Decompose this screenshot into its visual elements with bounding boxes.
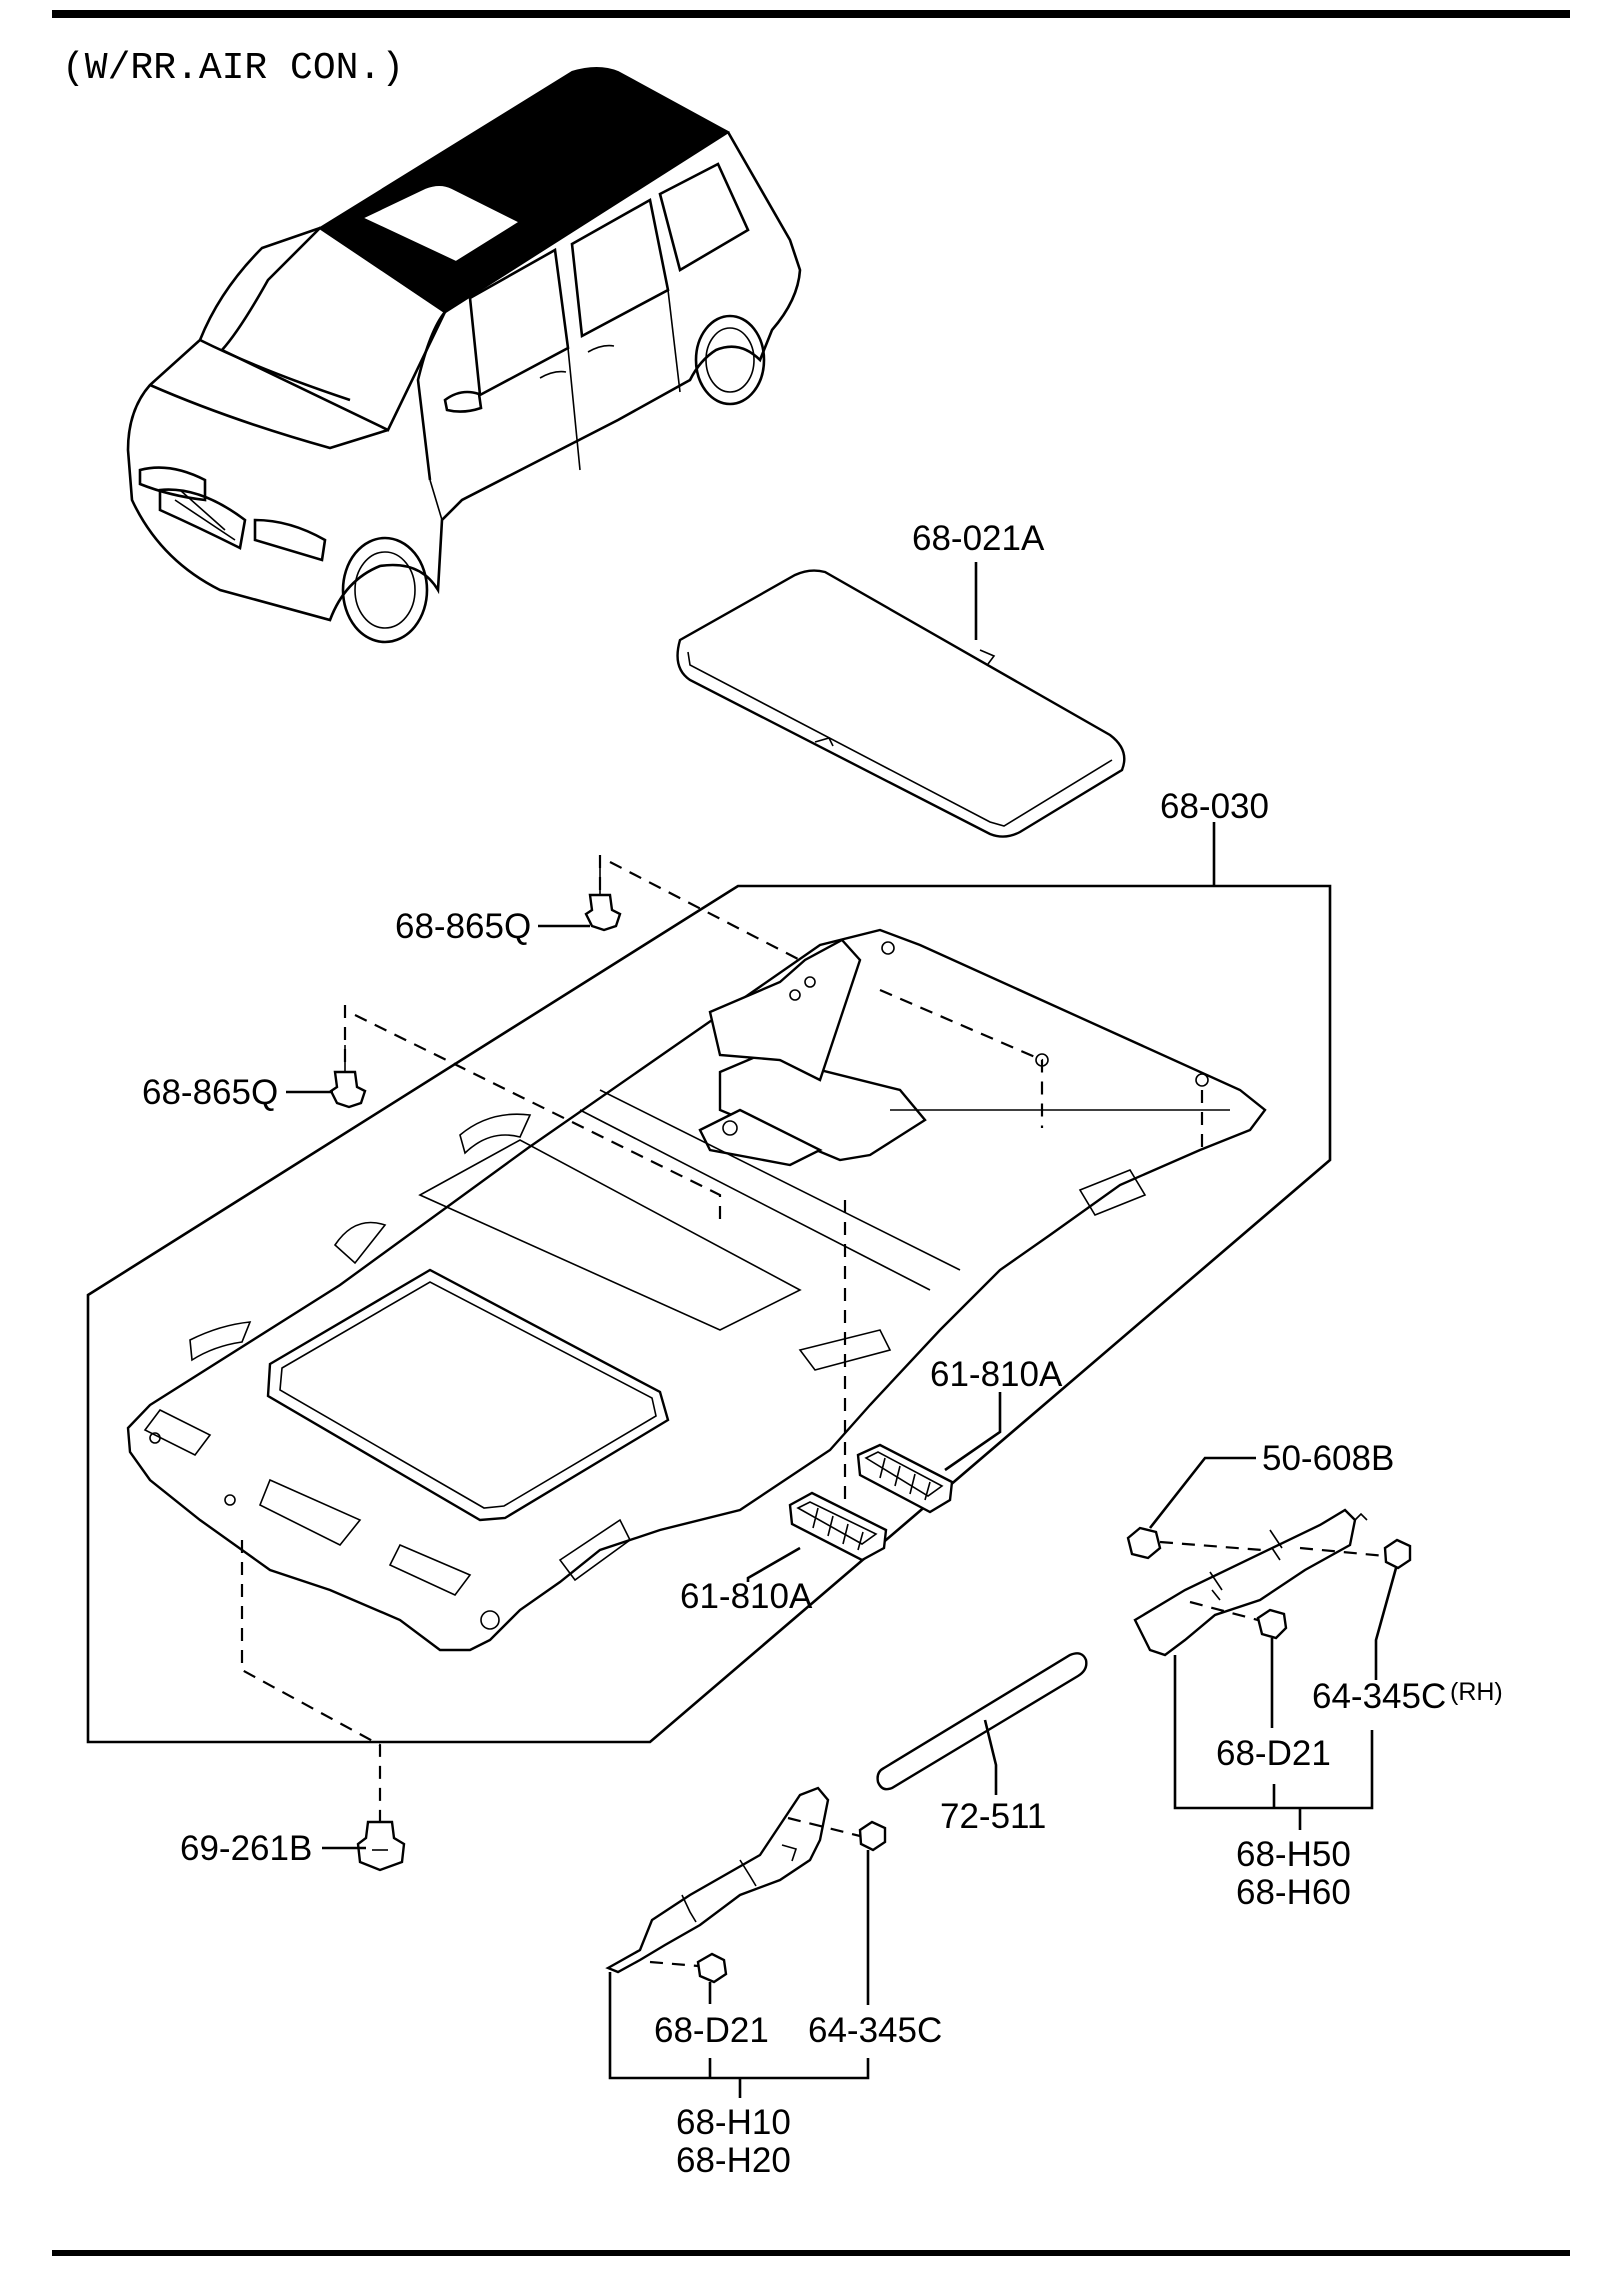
label-clip-lower: 68-865Q: [142, 1073, 278, 1112]
label-bracket-bolt: 50-608B: [1262, 1439, 1394, 1478]
dash-d21-right: [1189, 1600, 1259, 1622]
label-clip-d21-right: 68-D21: [1216, 1734, 1331, 1773]
label-trim-right-b: 68-H60: [1236, 1873, 1351, 1912]
sunroof-panel-part: [676, 569, 1126, 838]
label-trim-right-a: 68-H50: [1236, 1835, 1351, 1874]
bracket-bolt-leader: [1148, 1456, 1256, 1529]
label-fastener: 69-261B: [180, 1829, 312, 1868]
vent-lower-leader: [746, 1546, 801, 1582]
clip-upper-icon: [584, 868, 622, 932]
label-vent-upper: 61-810A: [930, 1355, 1063, 1394]
headliner-part: [126, 928, 1267, 1652]
right-trim-bracket: [1173, 1655, 1374, 1830]
left-trim-bracket: [608, 1972, 870, 2098]
bracket-bolt-icon: [1126, 1526, 1162, 1560]
clip-rh-leader: [1374, 1567, 1398, 1680]
bottom-rule: [52, 2250, 1570, 2256]
vent-lower-icon: [788, 1491, 888, 1562]
label-clip-d21-left: 68-D21: [654, 2011, 769, 2050]
label-headliner: 68-030: [1160, 787, 1269, 826]
vent-upper-icon: [856, 1443, 954, 1514]
clip-rh-icon: [1383, 1538, 1412, 1570]
clip-lower-icon: [329, 1045, 367, 1109]
van-roof: [318, 67, 730, 314]
clip-left-icon: [858, 1820, 887, 1852]
dash-bolt: [1159, 1540, 1263, 1552]
grommet-rod-icon: [876, 1652, 1088, 1791]
vent-upper-leader: [944, 1392, 1002, 1472]
clip-d21-right-icon: [1256, 1608, 1288, 1640]
label-vent-lower: 61-810A: [680, 1577, 813, 1616]
dash-clip-left: [787, 1816, 861, 1838]
van-sunroof: [359, 184, 523, 264]
dash-clip-rh: [1299, 1546, 1386, 1558]
right-trim-part: [1133, 1508, 1368, 1657]
label-rh-note: (RH): [1450, 1678, 1503, 1706]
label-trim-left-b: 68-H20: [676, 2141, 791, 2180]
grommet-rod-leader: [983, 1719, 998, 1795]
dash-fastener: [240, 1540, 382, 1830]
clip-d21-left-icon: [696, 1952, 728, 1984]
top-rule: [52, 10, 1570, 18]
label-grommet-rod: 72-511: [940, 1797, 1046, 1836]
dash-d21-left: [649, 1960, 699, 1968]
label-sunroof-panel: 68-021A: [912, 519, 1045, 558]
van-illustration: [126, 67, 802, 644]
fastener-icon: [356, 1820, 406, 1872]
headliner-group-outline: [86, 884, 1332, 1744]
label-clip-left: 64-345C: [808, 2011, 942, 2050]
left-trim-part: [605, 1786, 830, 1974]
label-clip-upper: 68-865Q: [395, 907, 531, 946]
label-clip-rh: 64-345C: [1312, 1677, 1446, 1716]
diagram-header: (W/RR.AIR CON.): [62, 47, 404, 90]
label-trim-left-a: 68-H10: [676, 2103, 791, 2142]
